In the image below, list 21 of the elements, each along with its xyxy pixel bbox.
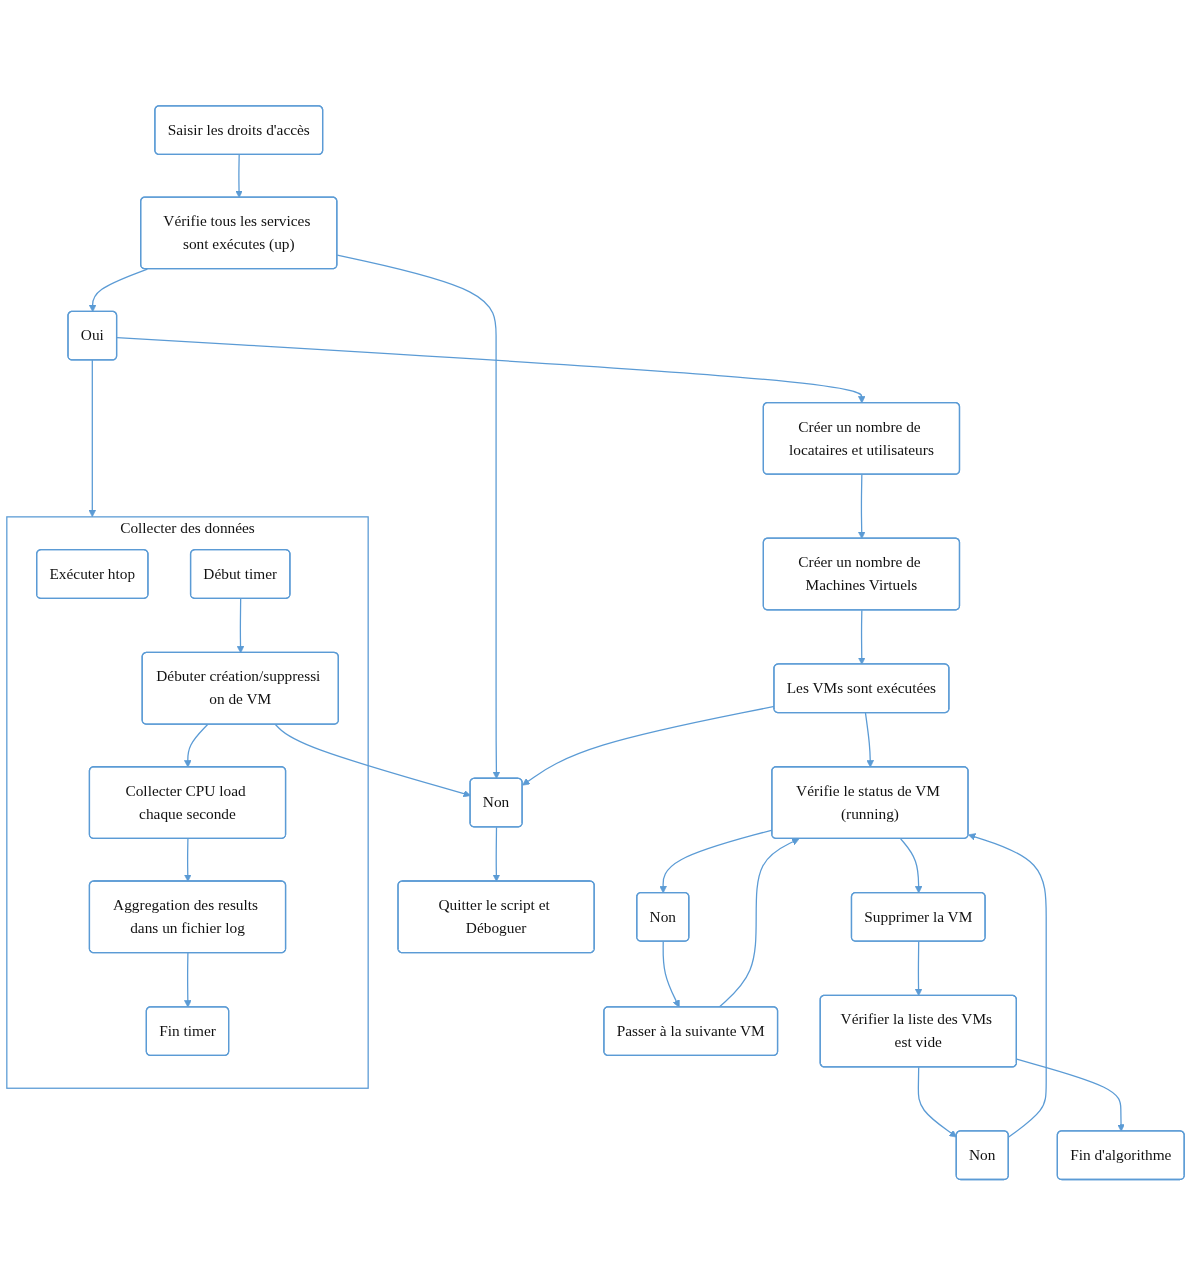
arrow — [858, 609, 866, 666]
arrow — [184, 838, 192, 883]
arrow — [274, 724, 471, 798]
arrow — [88, 268, 148, 313]
arrow — [235, 154, 243, 199]
arrow — [1016, 1058, 1125, 1132]
arrow — [917, 1067, 957, 1138]
arrow — [718, 838, 800, 1009]
arrow — [236, 598, 245, 654]
arrow — [914, 941, 923, 997]
arrow — [184, 724, 209, 768]
arrow — [492, 827, 501, 883]
arrow — [968, 833, 1047, 1139]
arrow — [864, 712, 874, 768]
arrow — [88, 359, 97, 518]
arrow — [900, 838, 923, 894]
arrow — [116, 337, 866, 404]
arrow — [662, 941, 680, 1008]
arrow — [336, 254, 501, 780]
arrow — [857, 474, 866, 540]
arrow — [184, 952, 192, 1008]
